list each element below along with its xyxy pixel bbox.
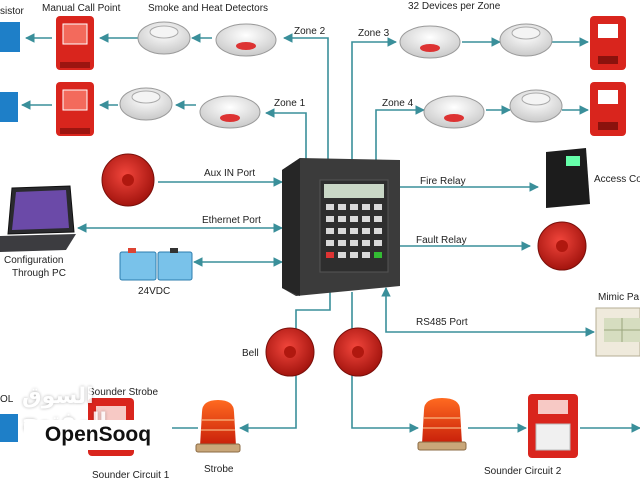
label-sounder-strobe: Sounder Strobe xyxy=(88,387,158,398)
bell-circuit-2 xyxy=(333,327,383,377)
strobes xyxy=(195,398,467,453)
label-sounder-circuit-1: Sounder Circuit 1 xyxy=(92,470,170,480)
wire-zone1-main xyxy=(265,108,307,160)
fault-relay-bell xyxy=(537,221,587,271)
wire-sounder-circuit-1 xyxy=(239,292,331,433)
aux-in-bell xyxy=(101,153,155,207)
mimic-panel xyxy=(595,307,640,357)
sounder-strobe-zone4 xyxy=(590,82,626,136)
smoke-detector-zone2-a xyxy=(137,21,191,55)
wire-zone4-main xyxy=(375,105,425,165)
strobe-circuit-2 xyxy=(417,398,467,451)
access-control-unit xyxy=(546,148,590,208)
heat-detector-zone2-b xyxy=(215,23,277,57)
batteries-24vdc xyxy=(119,248,193,281)
resistor-sounder-1 xyxy=(0,414,18,442)
label-eol: OL xyxy=(0,394,14,405)
label-bell: Bell xyxy=(242,348,259,359)
label-mimic-panel: Mimic Pa xyxy=(598,292,640,303)
label-manual-call-point: Manual Call Point xyxy=(42,3,121,14)
label-zone2: Zone 2 xyxy=(294,26,326,37)
watermark-brand-text: OpenSooq xyxy=(44,423,152,446)
label-zone1: Zone 1 xyxy=(274,98,306,109)
smoke-detector-zone3-b xyxy=(499,23,553,57)
label-resistor: sistor xyxy=(0,6,25,17)
label-24vdc: 24VDC xyxy=(138,286,170,297)
wire-zone3-main xyxy=(351,37,397,162)
laptop-pc xyxy=(0,185,76,252)
label-smoke-heat-detectors: Smoke and Heat Detectors xyxy=(148,3,268,14)
sounder-strobe-zone3 xyxy=(590,16,626,70)
label-config-line1: Configuration xyxy=(4,255,63,266)
label-devices-per-zone: 32 Devices per Zone xyxy=(408,1,501,12)
sounder-circuit-2-device xyxy=(528,394,578,458)
label-access-control: Access Co xyxy=(594,174,640,185)
watermark-brand-background xyxy=(24,420,172,450)
label-ethernet-port: Ethernet Port xyxy=(202,215,261,226)
manual-call-points xyxy=(56,16,94,136)
heat-detector-zone4-a xyxy=(423,95,485,129)
smoke-detector-zone1-a xyxy=(119,87,173,121)
wire-rs485 xyxy=(381,287,595,337)
label-fire-relay: Fire Relay xyxy=(420,176,466,187)
opensooq-watermark: السوق المفتوح OpenSooq xyxy=(14,384,172,456)
zone-sounder-strobes xyxy=(590,16,626,136)
label-fault-relay: Fault Relay xyxy=(416,235,467,246)
label-config-line2: Through PC xyxy=(12,268,66,279)
resistor-zone2 xyxy=(0,22,20,52)
bell-circuit-1 xyxy=(265,327,315,377)
fire-alarm-control-panel xyxy=(282,158,400,296)
label-strobe: Strobe xyxy=(204,464,234,475)
label-rs485-port: RS485 Port xyxy=(416,317,468,328)
label-aux-in-port: Aux IN Port xyxy=(204,168,255,179)
manual-call-point-zone2 xyxy=(56,16,94,70)
label-zone4: Zone 4 xyxy=(382,98,414,109)
resistor-zone1 xyxy=(0,92,18,122)
heat-detector-zone1-b xyxy=(199,95,261,129)
wire-zone2-main xyxy=(283,33,329,162)
label-sounder-circuit-2: Sounder Circuit 2 xyxy=(484,466,562,477)
watermark-arabic-text: السوق المفتوح xyxy=(22,384,106,434)
smoke-detector-zone4-b xyxy=(509,89,563,123)
label-zone3: Zone 3 xyxy=(358,28,390,39)
eol-resistors xyxy=(0,22,20,442)
heat-detector-zone3-a xyxy=(399,25,461,59)
strobe-circuit-1 xyxy=(195,400,241,453)
sounder-bells xyxy=(265,327,383,377)
detectors xyxy=(119,21,563,129)
manual-call-point-zone1 xyxy=(56,82,94,136)
